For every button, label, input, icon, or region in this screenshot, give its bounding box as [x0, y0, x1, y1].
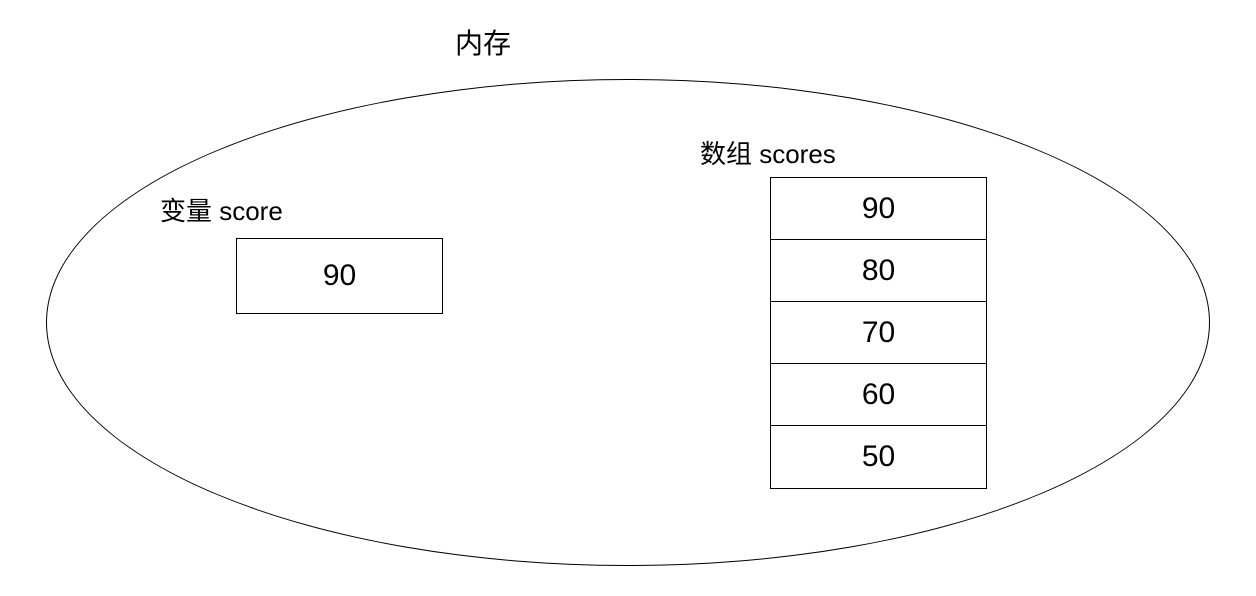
array-cell: 70 — [771, 302, 986, 364]
array-cell: 80 — [771, 240, 986, 302]
variable-box: 90 — [236, 238, 443, 314]
array-cell: 50 — [861, 440, 896, 473]
memory-title: 内存 — [455, 28, 512, 59]
array-label: 数组 scores — [700, 139, 836, 169]
variable-label: 变量 score — [160, 196, 283, 226]
memory-ellipse — [46, 79, 1210, 566]
array-cell: 60 — [771, 364, 986, 426]
array-cell: 90 — [771, 178, 986, 240]
array-box: 90 80 70 60 50 — [770, 177, 987, 489]
